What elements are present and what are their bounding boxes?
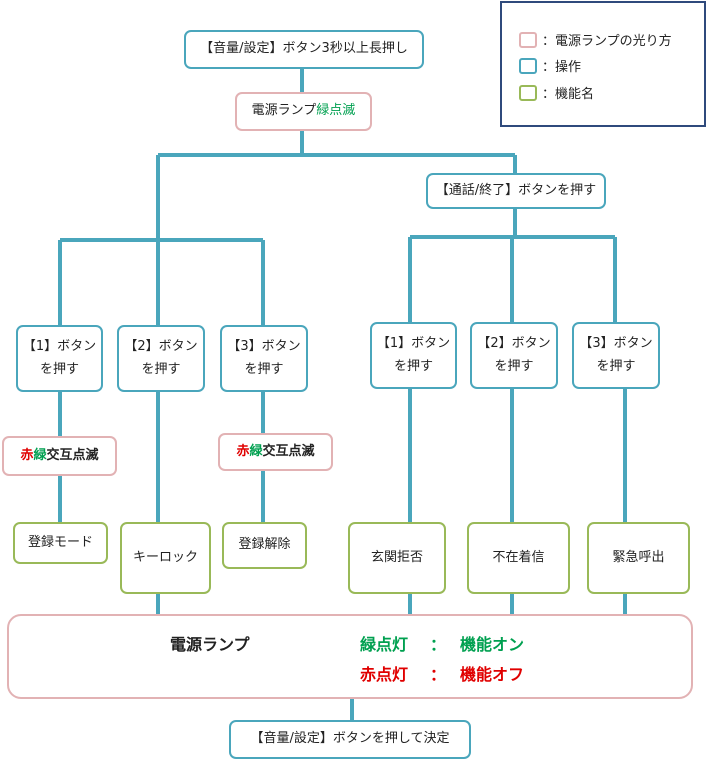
lamp-label-prefix: 電源ランプ — [251, 103, 317, 119]
start-operation-label: 【音量/設定】ボタン3秒以上長押し — [200, 41, 408, 57]
status-red-meaning: 機能オフ — [460, 665, 525, 684]
lamp-red-text: 赤 — [20, 447, 34, 463]
press-label: を押す — [39, 361, 79, 377]
legend-row-lamp: ：電源ランプの光り方 — [519, 30, 672, 49]
status-green-state: 緑点灯 — [360, 635, 409, 654]
button-label: 【1】ボタン — [376, 336, 451, 352]
confirm-operation-label: 【音量/設定】ボタンを押して決定 — [250, 731, 450, 747]
function-entrance-reject: 玄関拒否 — [348, 522, 446, 594]
status-title: 電源ランプ — [170, 635, 250, 654]
status-red-state: 赤点灯 — [360, 665, 409, 684]
function-missed-call: 不在着信 — [467, 522, 570, 594]
lamp-alternate-text: 交互点滅 — [262, 443, 315, 459]
legend-label-function: ：機能名 — [542, 87, 595, 102]
right-button-2-box: 【2】ボタンを押す — [470, 322, 558, 389]
press-label: を押す — [244, 361, 284, 377]
function-register-mode: 登録モード — [13, 522, 108, 564]
lamp-state-green-blink: 緑点滅 — [316, 103, 356, 119]
lamp-alternate-text: 交互点滅 — [46, 447, 99, 463]
call-end-operation-box: 【通話/終了】ボタンを押す — [426, 173, 606, 209]
function-label: 玄関拒否 — [370, 549, 423, 565]
button-label: 【3】ボタン — [579, 336, 653, 352]
power-lamp-status-box — [7, 614, 693, 699]
left-button-3-box: 【3】ボタンを押す — [220, 325, 308, 392]
status-green-meaning: 機能オン — [460, 635, 525, 654]
press-label: を押す — [596, 358, 636, 374]
press-label: を押す — [393, 358, 433, 374]
status-green-colon: ： — [430, 635, 447, 654]
legend-row-function: ：機能名 — [519, 83, 594, 102]
right-button-1-box: 【1】ボタンを押す — [370, 322, 457, 389]
button-label: 【2】ボタン — [477, 336, 551, 352]
function-key-lock: キーロック — [120, 522, 211, 594]
lamp-green-blink-box: 電源ランプ緑点滅 — [235, 92, 372, 131]
legend-swatch-operation — [519, 57, 537, 74]
legend-row-operation: ：操作 — [519, 56, 581, 75]
button-label: 【3】ボタン — [227, 339, 301, 355]
confirm-operation-box: 【音量/設定】ボタンを押して決定 — [229, 720, 471, 759]
left-button-1-box: 【1】ボタンを押す — [16, 325, 103, 392]
legend-swatch-lamp — [519, 31, 537, 48]
button-label: 【1】ボタン — [22, 339, 97, 355]
legend-panel: ：電源ランプの光り方 ：操作 ：機能名 — [500, 1, 706, 127]
lamp-alternate-blink-box-2: 赤緑交互点滅 — [218, 433, 333, 471]
function-label: キーロック — [132, 549, 198, 565]
function-label: 不在着信 — [492, 549, 545, 565]
legend-swatch-function — [519, 84, 537, 101]
start-operation-box: 【音量/設定】ボタン3秒以上長押し — [184, 30, 424, 69]
legend-label-operation: ：操作 — [542, 60, 582, 75]
lamp-alternate-blink-box-1: 赤緑交互点滅 — [2, 436, 117, 476]
function-label: 登録解除 — [238, 537, 291, 553]
lamp-green-text: 緑 — [249, 443, 263, 459]
press-label: を押す — [141, 361, 181, 377]
lamp-red-text: 赤 — [236, 443, 250, 459]
status-red-colon: ： — [430, 665, 447, 684]
function-label: 登録モード — [27, 534, 93, 550]
function-emergency-call: 緊急呼出 — [587, 522, 690, 594]
function-unregister: 登録解除 — [222, 522, 307, 569]
left-button-2-box: 【2】ボタンを押す — [117, 325, 205, 392]
button-label: 【2】ボタン — [124, 339, 198, 355]
press-label: を押す — [494, 358, 534, 374]
lamp-green-text: 緑 — [33, 447, 47, 463]
legend-label-lamp: ：電源ランプの光り方 — [542, 34, 672, 49]
right-button-3-box: 【3】ボタンを押す — [572, 322, 660, 389]
call-end-operation-label: 【通話/終了】ボタンを押す — [435, 182, 597, 198]
function-label: 緊急呼出 — [612, 549, 665, 565]
